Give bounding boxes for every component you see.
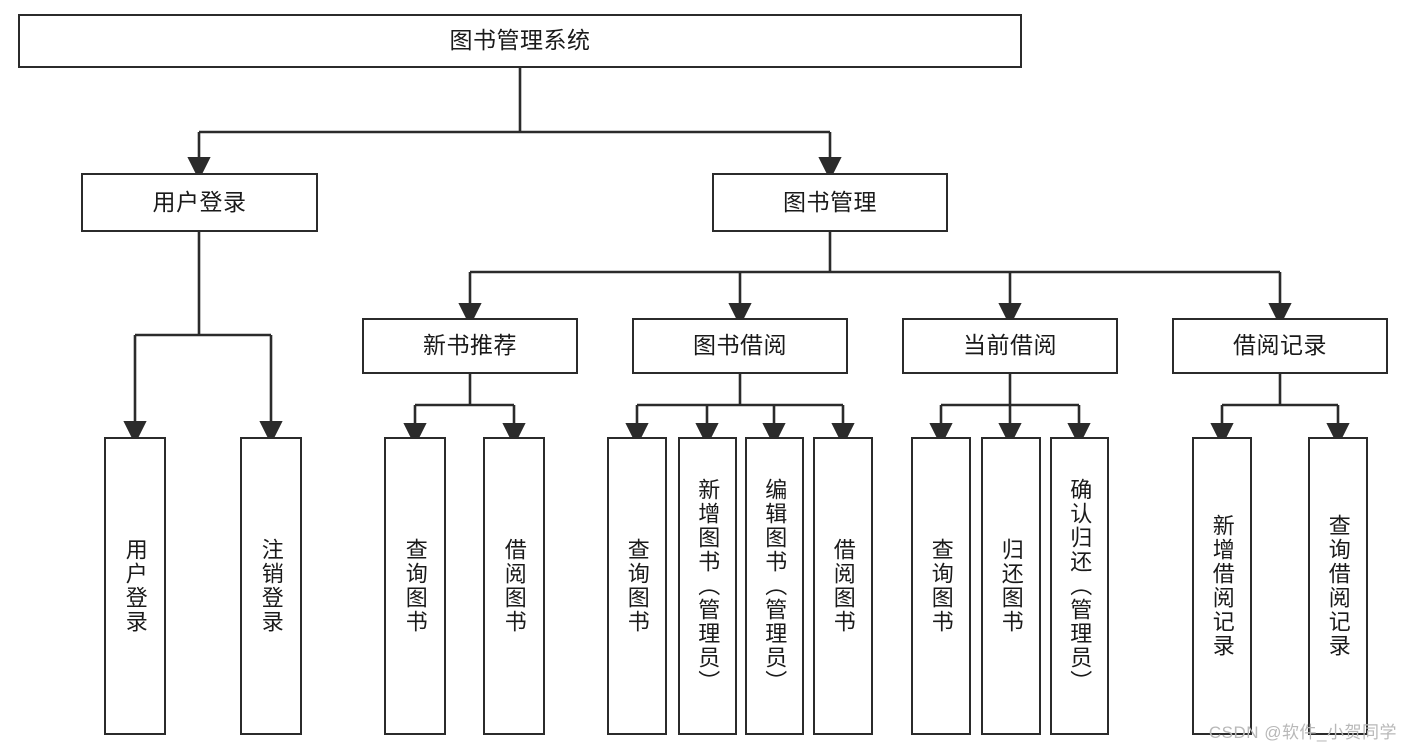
node-leaf-borrow-book-1-label: 借阅图书 <box>501 538 527 634</box>
node-leaf-add-book[interactable]: 新增图书（管理员） <box>678 437 737 735</box>
node-user-login[interactable]: 用户登录 <box>81 173 318 232</box>
node-leaf-query-book-3-label: 查询图书 <box>928 538 954 634</box>
node-new-book-recommend[interactable]: 新书推荐 <box>362 318 578 374</box>
node-leaf-query-book-3[interactable]: 查询图书 <box>911 437 971 735</box>
node-book-borrow-label: 图书借阅 <box>693 332 787 359</box>
node-leaf-logout-login-label: 注销登录 <box>258 538 284 634</box>
node-book-manage-label: 图书管理 <box>783 188 877 215</box>
node-leaf-add-record[interactable]: 新增借阅记录 <box>1192 437 1252 735</box>
node-leaf-user-login-label: 用户登录 <box>122 538 148 634</box>
node-leaf-return-book[interactable]: 归还图书 <box>981 437 1041 735</box>
node-leaf-confirm-return[interactable]: 确认归还（管理员） <box>1050 437 1109 735</box>
watermark: CSDN @软件_小贺同学 <box>1208 723 1397 742</box>
node-user-login-label: 用户登录 <box>152 188 247 215</box>
node-leaf-borrow-book-2-label: 借阅图书 <box>830 538 856 634</box>
node-leaf-logout-login[interactable]: 注销登录 <box>240 437 302 735</box>
node-leaf-confirm-return-label: 确认归还（管理员） <box>1067 478 1093 694</box>
node-leaf-query-book-1[interactable]: 查询图书 <box>384 437 446 735</box>
node-current-borrow[interactable]: 当前借阅 <box>902 318 1118 374</box>
node-leaf-query-record-label: 查询借阅记录 <box>1325 514 1351 658</box>
node-borrow-record[interactable]: 借阅记录 <box>1172 318 1388 374</box>
node-leaf-edit-book[interactable]: 编辑图书（管理员） <box>745 437 804 735</box>
node-leaf-return-book-label: 归还图书 <box>998 538 1024 634</box>
node-root[interactable]: 图书管理系统 <box>18 14 1022 68</box>
node-book-borrow[interactable]: 图书借阅 <box>632 318 848 374</box>
node-leaf-borrow-book-2[interactable]: 借阅图书 <box>813 437 873 735</box>
node-new-book-recommend-label: 新书推荐 <box>423 332 517 359</box>
node-leaf-edit-book-label: 编辑图书（管理员） <box>762 478 788 694</box>
node-borrow-record-label: 借阅记录 <box>1233 332 1327 359</box>
node-current-borrow-label: 当前借阅 <box>963 332 1057 359</box>
node-leaf-query-record[interactable]: 查询借阅记录 <box>1308 437 1368 735</box>
node-leaf-query-book-1-label: 查询图书 <box>402 538 428 634</box>
node-leaf-add-record-label: 新增借阅记录 <box>1209 514 1235 658</box>
node-leaf-borrow-book-1[interactable]: 借阅图书 <box>483 437 545 735</box>
node-leaf-user-login[interactable]: 用户登录 <box>104 437 166 735</box>
node-leaf-query-book-2[interactable]: 查询图书 <box>607 437 667 735</box>
node-leaf-query-book-2-label: 查询图书 <box>624 538 650 634</box>
node-root-label: 图书管理系统 <box>449 27 591 54</box>
node-book-manage[interactable]: 图书管理 <box>712 173 948 232</box>
node-leaf-add-book-label: 新增图书（管理员） <box>695 478 721 694</box>
